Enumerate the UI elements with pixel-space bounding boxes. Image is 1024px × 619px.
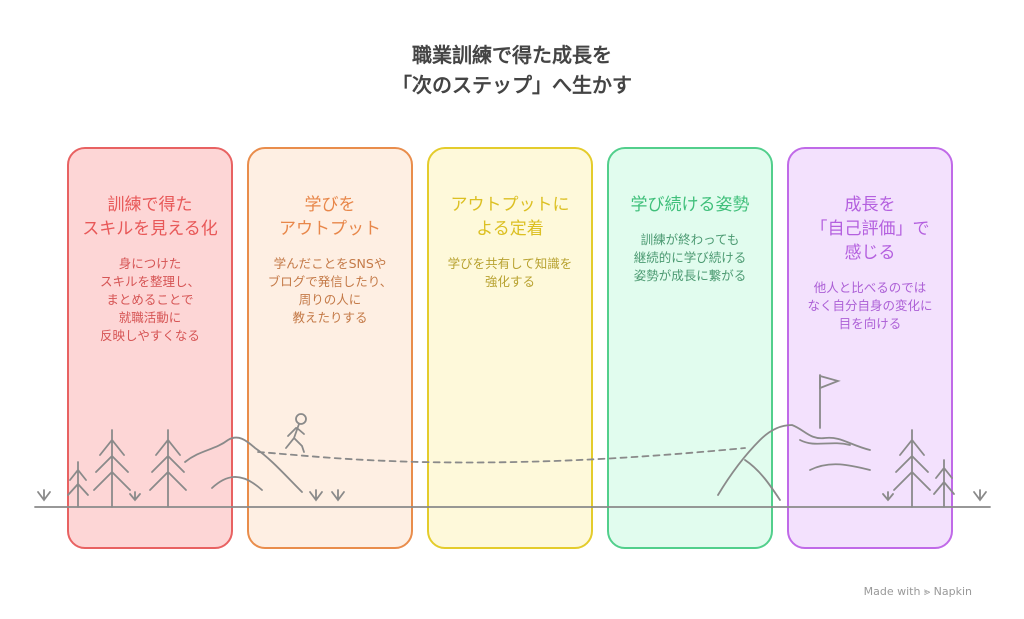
- card-title: 成長を 「自己評価」で 感じる: [810, 195, 930, 263]
- card-skill-visualization: 訓練で得た スキルを見える化 身につけた スキルを整理し、 まとめることで 就職…: [67, 147, 233, 549]
- made-with-napkin-credit: Made with ⪢ Napkin: [863, 585, 972, 598]
- dashed-path: [257, 447, 746, 464]
- tree-icon: [67, 429, 955, 508]
- right-mountain-ridge: [744, 459, 781, 501]
- card-continuous-learning: 学び続ける姿勢 訓練が終わっても 継続的に学び続ける 姿勢が成長に繋がる: [607, 147, 773, 549]
- flag-icon: [819, 374, 841, 429]
- left-hill-ridge: [211, 476, 263, 491]
- card-body: 身につけた スキルを整理し、 まとめることで 就職活動に 反映しやすくなる: [99, 256, 200, 343]
- left-hill: [184, 436, 303, 493]
- right-mountain: [717, 424, 871, 496]
- card-self-evaluation: 成長を 「自己評価」で 感じる 他人と比べるのでは なく自分自身の変化に 目を向…: [787, 147, 953, 549]
- card-output: 学びを アウトプット 学んだことをSNSや ブログで発信したり、 周りの人に 教…: [247, 147, 413, 549]
- card-body: 訓練が終わっても 継続的に学び続ける 姿勢が成長に繋がる: [633, 232, 747, 283]
- title-line-2: 「次のステップ」へ生かす: [392, 73, 632, 97]
- card-retention: アウトプットに よる定着 学びを共有して知識を 強化する: [427, 147, 593, 549]
- card-title: 訓練で得た スキルを見える化: [82, 195, 218, 239]
- title-line-1: 職業訓練で得た成長を: [412, 43, 612, 67]
- hiker-icon: [285, 413, 307, 453]
- card-body: 他人と比べるのでは なく自分自身の変化に 目を向ける: [807, 280, 933, 331]
- card-body: 学びを共有して知識を 強化する: [447, 256, 573, 289]
- card-title: 学びを アウトプット: [279, 195, 381, 239]
- grass-icon: [37, 489, 987, 502]
- card-title: 学び続ける姿勢: [630, 195, 750, 215]
- right-mountain-ridge-2: [799, 439, 871, 471]
- card-title: アウトプットに よる定着: [450, 195, 570, 239]
- card-body: 学んだことをSNSや ブログで発信したり、 周りの人に 教えたりする: [267, 256, 393, 325]
